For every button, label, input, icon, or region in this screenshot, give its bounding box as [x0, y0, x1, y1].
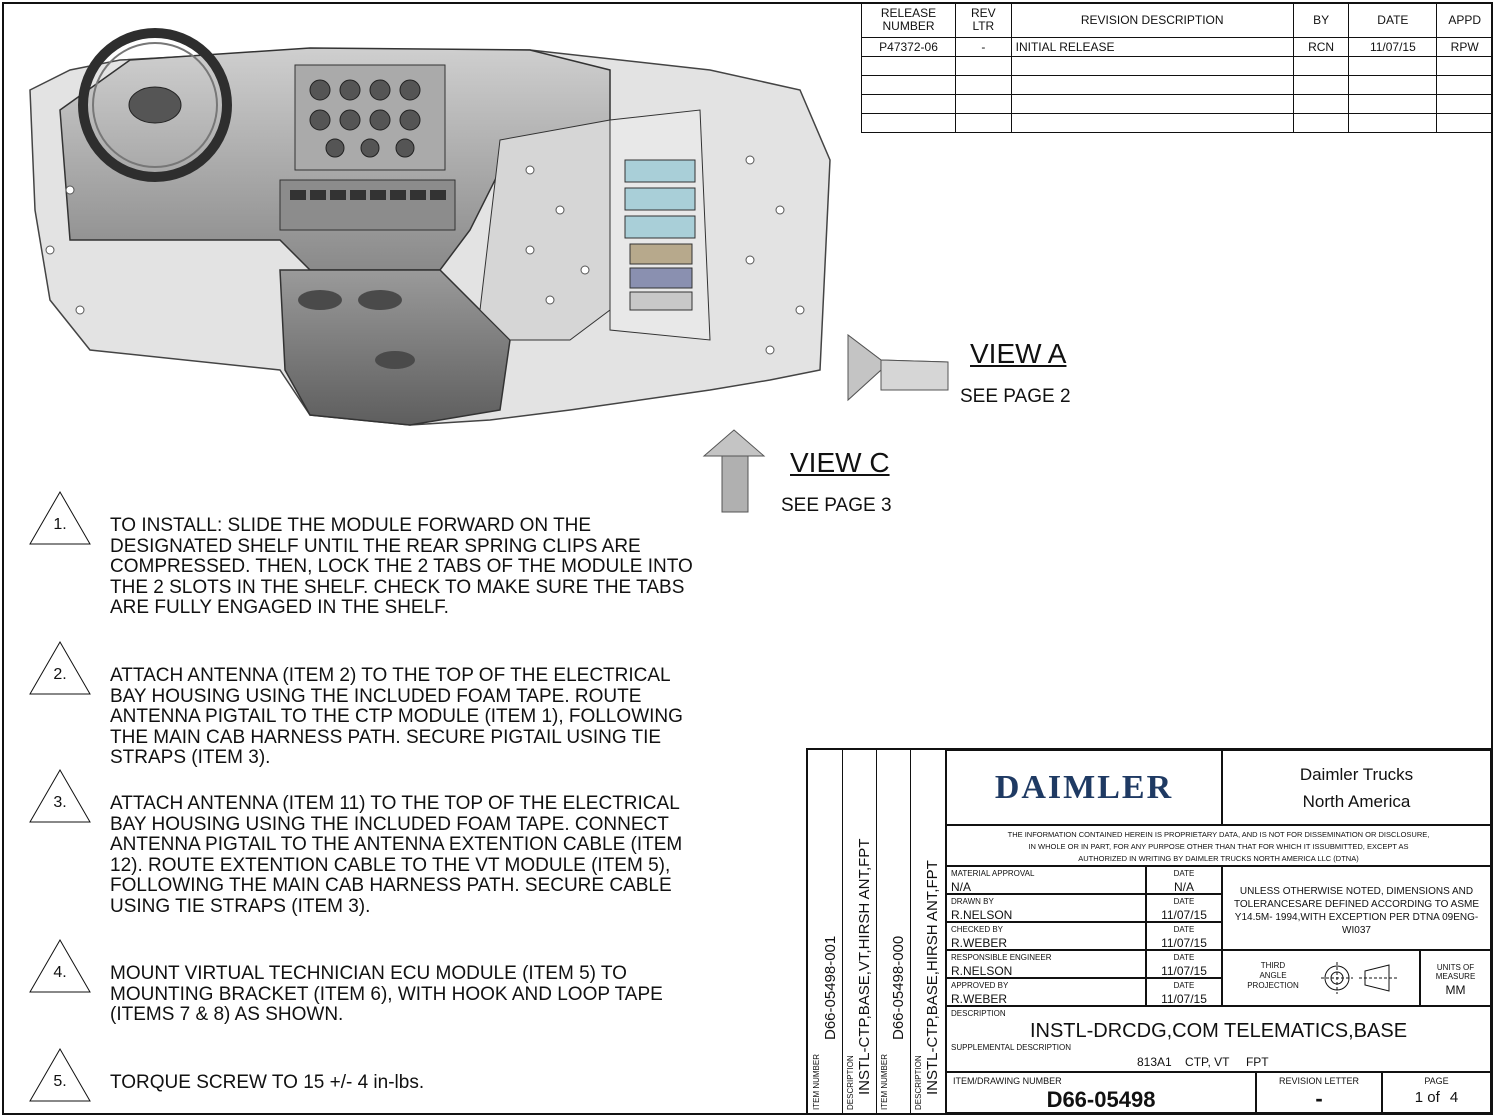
- item-description: INSTL-CTP,BASE,HIRSH ANT,FPT: [924, 860, 941, 1095]
- header-release-number: RELEASE NUMBER: [860, 2, 957, 38]
- revision-row: [860, 94, 1493, 114]
- approval-row: CHECKED BY R.WEBER: [946, 922, 1146, 950]
- drawing-number: D66-05498: [1046, 1087, 1156, 1112]
- item-description: INSTL-CTP,BASE,VT,HIRSH ANT,FPT: [856, 838, 873, 1095]
- cell-appd: RPW: [1436, 37, 1493, 57]
- drawing-description: INSTL-DRCDG,COM TELEMATICS,BASE: [1029, 1020, 1408, 1042]
- approval-date: DATE 11/07/15: [1146, 978, 1222, 1006]
- dashboard-illustration: [29, 28, 831, 426]
- description-cell: DESCRIPTION INSTL-DRCDG,COM TELEMATICS,B…: [946, 1006, 1491, 1072]
- note-triangle-icon: [29, 640, 91, 695]
- units-value: MM: [1445, 983, 1466, 997]
- page-cell: PAGE 1 of 4: [1382, 1072, 1491, 1113]
- company-line-1: Daimler Trucks: [1299, 765, 1414, 784]
- approval-date: DATE 11/07/15: [1146, 950, 1222, 978]
- header-by: BY: [1292, 2, 1350, 38]
- daimler-logo: DAIMLER: [994, 769, 1174, 806]
- revision-row: [860, 113, 1493, 133]
- units-cell: UNITS OF MEASURE MM: [1420, 950, 1491, 1006]
- title-block: ITEM NUMBER D66-05498-001 DESCRIPTION IN…: [806, 748, 1493, 1115]
- logo-cell: DAIMLER: [946, 750, 1222, 825]
- note-text: TORQUE SCREW TO 15 +/- 4 in-lbs.: [110, 1072, 425, 1093]
- approval-date: DATE 11/07/15: [1146, 922, 1222, 950]
- approval-row: DRAWN BY R.NELSON: [946, 894, 1146, 922]
- approval-row: MATERIAL APPROVAL N/A: [946, 866, 1146, 894]
- note-triangle-icon: [29, 1047, 91, 1102]
- note-text: ATTACH ANTENNA (ITEM 2) TO THE TOP OF TH…: [110, 665, 683, 768]
- view-a-arrow-icon: [847, 333, 949, 402]
- note-text: MOUNT VIRTUAL TECHNICIAN ECU MODULE (ITE…: [110, 963, 663, 1025]
- header-revision-description: REVISION DESCRIPTION: [1010, 2, 1294, 38]
- tolerance-note: UNLESS OTHERWISE NOTED, DIMENSIONS AND T…: [1222, 866, 1491, 950]
- note-text: ATTACH ANTENNA (ITEM 11) TO THE TOP OF T…: [110, 793, 683, 917]
- approval-row: APPROVED BY R.WEBER: [946, 978, 1146, 1006]
- header-rev-ltr: REV LTR: [955, 2, 1012, 38]
- header-appd: APPD: [1436, 2, 1493, 38]
- cell-description: INITIAL RELEASE: [1010, 37, 1294, 57]
- units-label: UNITS OF MEASURE: [1435, 963, 1476, 981]
- note-triangle-icon: [29, 938, 91, 993]
- item-number-column-1: ITEM NUMBER D66-05498-001: [808, 750, 843, 1113]
- note-triangle-icon: [29, 490, 91, 545]
- revision-header-row: RELEASE NUMBER REV LTR REVISION DESCRIPT…: [860, 2, 1493, 38]
- third-angle-projection-icon: [1321, 962, 1397, 994]
- note-number: 4.: [53, 964, 67, 981]
- revision-row: P47372-06 - INITIAL RELEASE RCN 11/07/15…: [860, 37, 1493, 57]
- cell-release: P47372-06: [860, 37, 957, 57]
- view-c-title: VIEW C: [790, 447, 890, 478]
- note-text: TO INSTALL: SLIDE THE MODULE FORWARD ON …: [110, 515, 693, 618]
- note-number: 5.: [53, 1073, 67, 1090]
- item-number-column-2: ITEM NUMBER D66-05498-000: [876, 750, 911, 1113]
- approval-date: DATE N/A: [1146, 866, 1222, 894]
- item-number: D66-05498-000: [890, 935, 907, 1040]
- approval-row: RESPONSIBLE ENGINEER R.NELSON: [946, 950, 1146, 978]
- page-number: 1 of 4: [1414, 1089, 1459, 1106]
- revision-row: [860, 75, 1493, 95]
- description-column-2: DESCRIPTION INSTL-CTP,BASE,HIRSH ANT,FPT: [910, 750, 946, 1113]
- cell-rev: -: [955, 37, 1012, 57]
- view-c-arrow-icon: [702, 429, 766, 513]
- proprietary-notice: THE INFORMATION CONTAINED HEREIN IS PROP…: [946, 825, 1491, 866]
- projection-cell: THIRD ANGLE PROJECTION: [1222, 950, 1420, 1006]
- note-triangle-icon: [29, 768, 91, 823]
- view-c-ref: SEE PAGE 3: [781, 495, 892, 516]
- revision-row: [860, 56, 1493, 76]
- note-number: 1.: [53, 516, 67, 533]
- cell-date: 11/07/15: [1348, 37, 1438, 57]
- revision-letter: -: [1315, 1086, 1323, 1111]
- description-column-1: DESCRIPTION INSTL-CTP,BASE,VT,HIRSH ANT,…: [842, 750, 877, 1113]
- projection-label: THIRD ANGLE PROJECTION: [1247, 961, 1299, 990]
- revision-table: RELEASE NUMBER REV LTR REVISION DESCRIPT…: [860, 2, 1493, 133]
- approval-date: DATE 11/07/15: [1146, 894, 1222, 922]
- note-number: 2.: [53, 666, 67, 683]
- cell-by: RCN: [1292, 37, 1350, 57]
- supplemental-description: 813A1 CTP, VT FPT: [1137, 1055, 1269, 1069]
- view-a-title: VIEW A: [970, 338, 1067, 369]
- drawing-number-cell: ITEM/DRAWING NUMBER D66-05498: [946, 1072, 1256, 1113]
- header-date: DATE: [1348, 2, 1438, 38]
- revision-letter-cell: REVISION LETTER -: [1256, 1072, 1382, 1113]
- view-a-ref: SEE PAGE 2: [960, 386, 1071, 407]
- note-number: 3.: [53, 794, 67, 811]
- item-number: D66-05498-001: [822, 935, 839, 1040]
- company-cell: Daimler Trucks North America: [1222, 750, 1491, 825]
- company-line-2: North America: [1302, 792, 1411, 811]
